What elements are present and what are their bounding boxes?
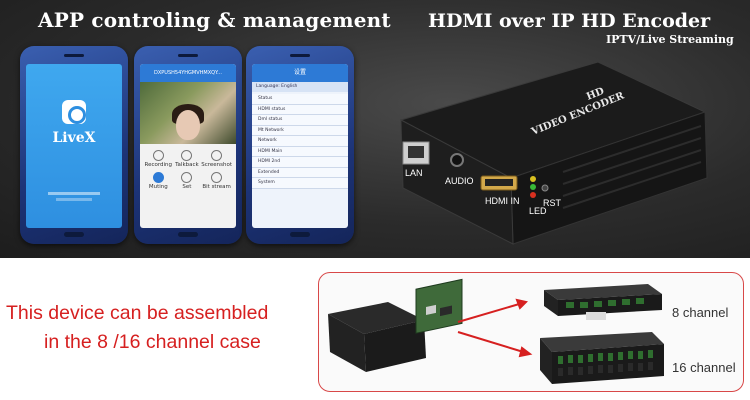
hdmi-in-label: HDMI IN <box>485 196 520 206</box>
settings-item[interactable]: HDMI 2nd <box>252 157 348 168</box>
8-channel-chassis <box>544 284 662 320</box>
arrow-to-8ch <box>457 301 527 323</box>
phone-home-button <box>178 232 198 237</box>
16-channel-label: 16 channel <box>672 360 736 375</box>
led-indicator <box>530 176 536 182</box>
phone-livex-splash: LiveX <box>20 46 128 244</box>
settings-item[interactable]: Dml status <box>252 115 348 126</box>
bit-stream-label: Bit stream <box>202 184 231 190</box>
livex-logo-icon <box>62 100 86 124</box>
record-icon <box>152 150 164 161</box>
bit-stream-button[interactable]: Bit stream <box>201 172 232 190</box>
settings-item[interactable]: Extended <box>252 167 348 178</box>
live-video-preview <box>140 82 236 144</box>
reset-button <box>541 184 549 192</box>
recording-button[interactable]: Recording <box>144 150 173 168</box>
encoder-subtitle: IPTV/Live Streaming <box>606 33 734 46</box>
language-selector[interactable]: Language: English <box>252 82 348 92</box>
livex-splash-screen: LiveX <box>26 64 122 228</box>
livex-app-name: LiveX <box>52 130 96 146</box>
video-controls-grid: Recording Talkback Screenshot Muting Set <box>144 150 232 190</box>
lan-label: LAN <box>405 168 423 178</box>
hd-video-encoder-device: HD VIDEO ENCODER LAN AUDIO HDMI IN LED R… <box>399 61 708 245</box>
led-label: LED <box>529 206 547 216</box>
encoder-circuit-board <box>415 278 463 334</box>
microphone-icon <box>181 150 193 161</box>
preview-person-face <box>176 110 200 140</box>
audio-label: AUDIO <box>445 176 474 186</box>
led-indicator <box>530 192 536 198</box>
phone-settings-view: 设置 Language: English Status HDMI status … <box>246 46 354 244</box>
muting-label: Muting <box>148 184 168 190</box>
arrow-to-16ch <box>457 331 531 355</box>
splash-footer-line <box>56 198 92 201</box>
recording-label: Recording <box>144 162 173 168</box>
settings-title-bar: 设置 <box>252 64 348 82</box>
speaker-icon <box>152 172 164 183</box>
muting-button[interactable]: Muting <box>144 172 173 190</box>
video-view-title-bar: DXPUSH54YHGMVHMXQY... <box>140 64 236 82</box>
audio-jack <box>450 153 464 167</box>
screenshot-button[interactable]: Screenshot <box>201 150 232 168</box>
led-indicator <box>530 184 536 190</box>
top-banner: APP controling & management HDMI over IP… <box>0 0 750 258</box>
settings-item[interactable]: System <box>252 178 348 189</box>
chassis-illustration <box>328 278 664 384</box>
phone-video-view: DXPUSH54YHGMVHMXQY... Recording Talkback… <box>134 46 242 244</box>
settings-item[interactable]: Network <box>252 136 348 147</box>
talkback-label: Talkback <box>175 162 199 168</box>
assembly-note-line2: in the 8 /16 channel case <box>44 331 261 353</box>
settings-item[interactable]: HDMI Main <box>252 146 348 157</box>
camera-icon <box>211 150 223 161</box>
rst-label: RST <box>543 198 562 208</box>
assembly-note-line1: This device can be assembled <box>6 302 269 324</box>
splash-footer-line <box>48 192 100 195</box>
phone-speaker <box>290 54 310 57</box>
settings-list: Status HDMI status Dml status Mt Network… <box>252 94 348 189</box>
sd-icon <box>211 172 223 183</box>
phone-speaker <box>64 54 84 57</box>
8-channel-label: 8 channel <box>672 305 729 320</box>
app-management-title: APP controling & management <box>38 8 391 32</box>
settings-item[interactable]: Status <box>252 94 348 105</box>
phone-speaker <box>178 54 198 57</box>
encoder-title: HDMI over IP HD Encoder <box>428 10 711 32</box>
phone-home-button <box>290 232 310 237</box>
video-view-screen: DXPUSH54YHGMVHMXQY... Recording Talkback… <box>140 64 236 228</box>
16-channel-chassis <box>540 332 664 384</box>
settings-screen: 设置 Language: English Status HDMI status … <box>252 64 348 228</box>
set-button[interactable]: Set <box>173 172 202 190</box>
phone-home-button <box>64 232 84 237</box>
settings-item[interactable]: Mt Network <box>252 125 348 136</box>
gear-icon <box>181 172 193 183</box>
single-encoder-unit <box>328 302 424 334</box>
set-label: Set <box>182 184 192 190</box>
settings-item[interactable]: HDMI status <box>252 104 348 115</box>
screenshot-label: Screenshot <box>201 162 232 168</box>
talkback-button[interactable]: Talkback <box>173 150 202 168</box>
